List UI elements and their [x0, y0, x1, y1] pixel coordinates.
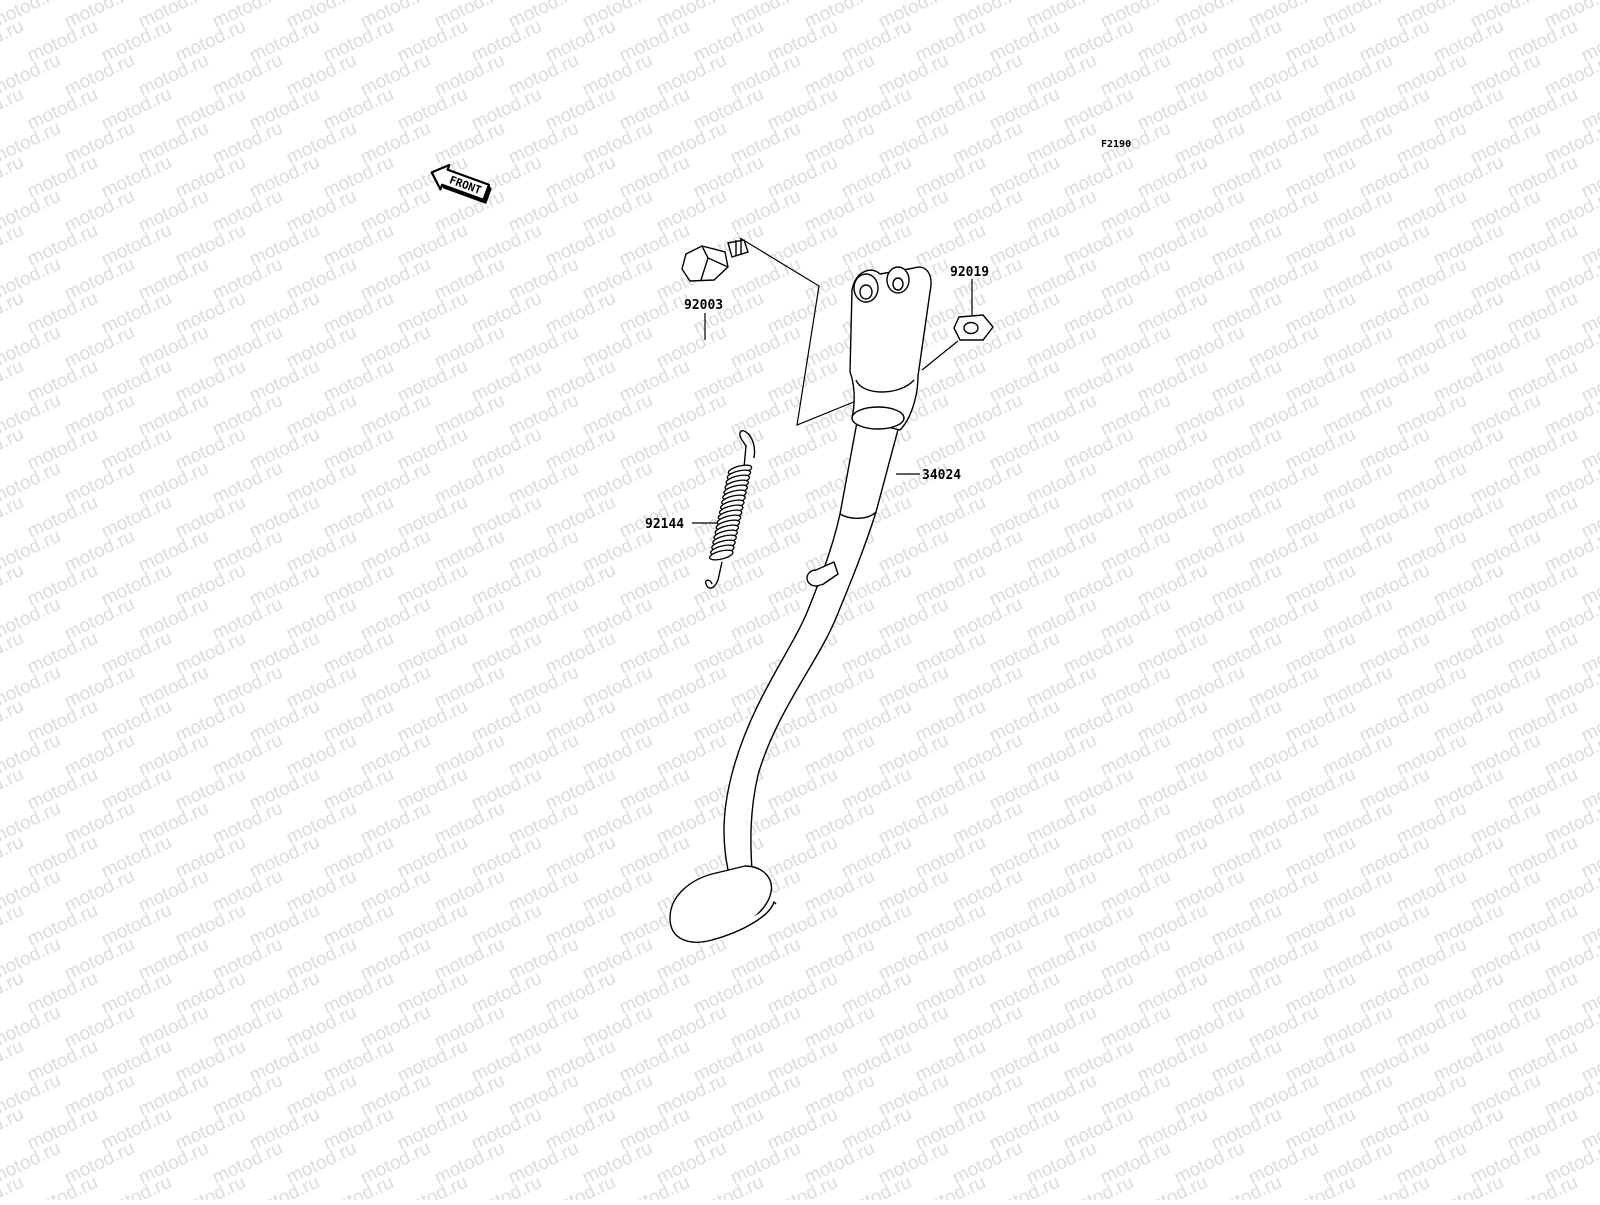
watermark-text: motod.ru: [468, 1172, 545, 1200]
side-stand-34024-icon: [669, 266, 932, 943]
watermark-text: motod.ru: [912, 1172, 989, 1200]
part-label-92003: 92003: [684, 298, 723, 313]
watermark-text: motod.ru: [1356, 1172, 1433, 1200]
watermark-text: motod.ru: [0, 560, 27, 611]
figure-code: F2190: [1101, 139, 1131, 150]
watermark-text: motod.ru: [0, 968, 27, 1019]
nut-92019-icon: [953, 314, 994, 341]
watermark-text: motod.ru: [0, 628, 27, 679]
watermark-text: motod.ru: [0, 900, 27, 951]
watermark-text: motod.ru: [0, 492, 27, 543]
nut-leader-line: [921, 340, 959, 371]
watermark-text: motod.ru: [172, 1172, 249, 1200]
front-arrow-icon: FRONT: [430, 163, 492, 204]
watermark-text: motod.ru: [1578, 1172, 1600, 1200]
watermark-text: motod.ru: [0, 832, 27, 883]
watermark-text: motod.ru: [1430, 1172, 1507, 1200]
leader-lines: [692, 237, 973, 524]
watermark-text: motod.ru: [542, 1172, 619, 1200]
watermark-text: motod.ru: [1504, 1172, 1581, 1200]
watermark-text: motod.ru: [0, 1036, 27, 1087]
watermark-text: motod.ru: [1060, 1172, 1137, 1200]
watermark-text: motod.ru: [0, 84, 27, 135]
part-labels: 92003 92019 34024 92144: [645, 265, 989, 532]
watermark-text: motod.ru: [246, 1172, 323, 1200]
watermark-text: motod.ru: [690, 1172, 767, 1200]
watermark-text: motod.ru: [320, 1172, 397, 1200]
watermark-text: motod.ru: [986, 1172, 1063, 1200]
watermark-text: motod.ru: [0, 288, 27, 339]
watermark-text: motod.ru: [0, 16, 27, 67]
watermark-text: motod.ru: [616, 1172, 693, 1200]
watermark-text: motod.ru: [0, 1104, 27, 1155]
watermark-text: motod.ru: [0, 696, 27, 747]
watermark-text: motod.ru: [98, 1172, 175, 1200]
watermark-text: motod.ru: [24, 1172, 101, 1200]
watermark-text: motod.ru: [394, 1172, 471, 1200]
watermark-text: motod.ru: [764, 1172, 841, 1200]
bolt-92003-icon: [681, 239, 749, 282]
part-label-92019: 92019: [950, 265, 989, 280]
watermark-text: motod.ru: [1134, 1172, 1211, 1200]
watermark-text: motod.ru: [0, 152, 27, 203]
spring-coils: [708, 464, 753, 561]
watermark-text: motod.ru: [0, 356, 27, 407]
watermark-text: motod.ru: [1282, 1172, 1359, 1200]
watermark-text: motod.ru: [0, 220, 27, 271]
watermark-text: motod.ru: [1208, 1172, 1285, 1200]
part-label-34024: 34024: [922, 468, 961, 483]
bolt-leader-line: [739, 237, 867, 426]
part-label-92144: 92144: [645, 517, 684, 532]
watermark-text: motod.ru: [0, 424, 27, 475]
spring-92144-icon: [704, 430, 756, 589]
watermark-text: motod.ru: [0, 764, 27, 815]
spring-coil: [708, 549, 734, 561]
watermark-text: motod.ru: [838, 1172, 915, 1200]
